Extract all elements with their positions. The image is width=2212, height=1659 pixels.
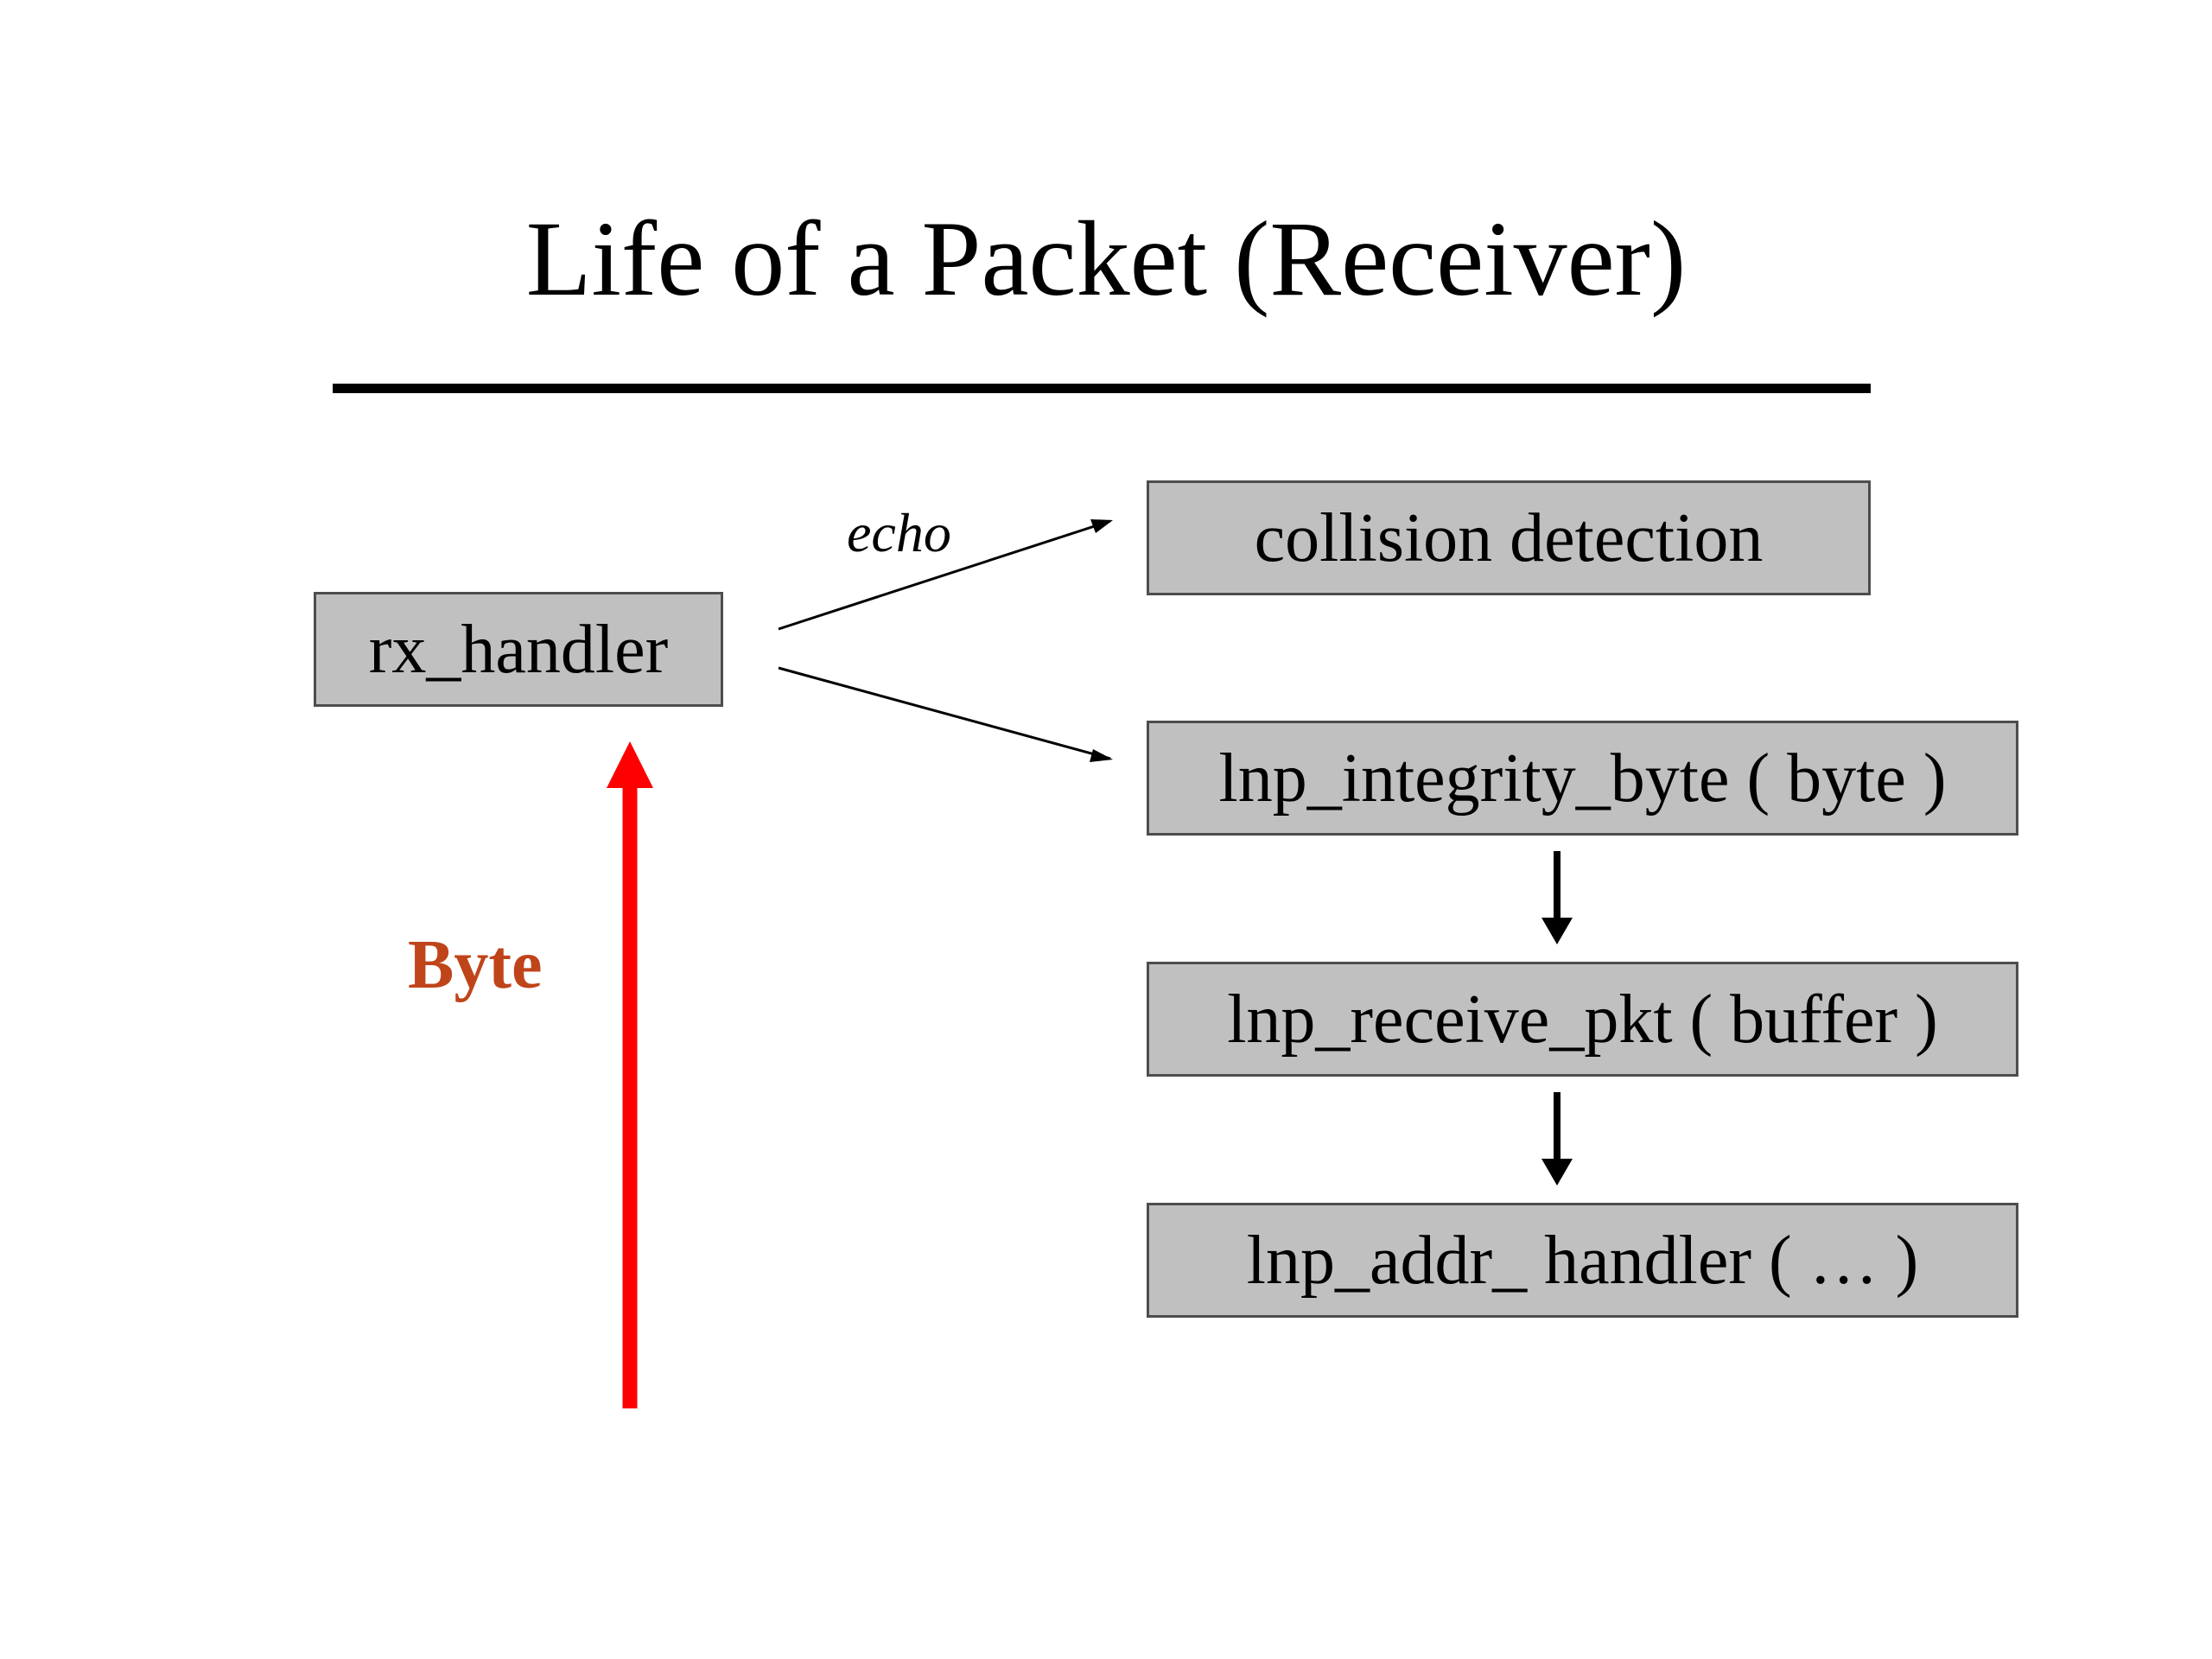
echo-arrow: [778, 519, 1111, 631]
integrity-to-receive-arrowhead: [1541, 918, 1573, 944]
byte-arrowhead: [607, 741, 653, 788]
rx-handler-box: rx_handler: [314, 592, 723, 707]
receive-pkt-box: lnp_receive_pkt ( buffer ): [1147, 962, 2018, 1077]
addr-handler-box: lnp_addr_ handler ( … ): [1147, 1203, 2018, 1318]
integrity-byte-label: lnp_integrity_byte ( byte ): [1218, 740, 1947, 817]
integrity-byte-box: lnp_integrity_byte ( byte ): [1147, 721, 2018, 836]
collision-detection-label: collision detection: [1254, 499, 1764, 576]
echo-arrowhead: [1090, 519, 1113, 533]
byte-label: Byte: [408, 927, 543, 1003]
slide-title: Life of a Packet (Receiver): [525, 200, 1687, 318]
echo-label: echo: [847, 502, 951, 563]
receive-to-addr-arrowhead: [1541, 1159, 1573, 1185]
receive-pkt-label: lnp_receive_pkt ( buffer ): [1227, 981, 1938, 1058]
rx-handler-label: rx_handler: [368, 611, 669, 688]
integrity-arrowhead: [1090, 749, 1113, 762]
integrity-arrow: [778, 666, 1111, 760]
collision-detection-box: collision detection: [1147, 480, 1871, 595]
title-divider: [333, 384, 1871, 393]
addr-handler-label: lnp_addr_ handler ( … ): [1246, 1222, 1919, 1299]
